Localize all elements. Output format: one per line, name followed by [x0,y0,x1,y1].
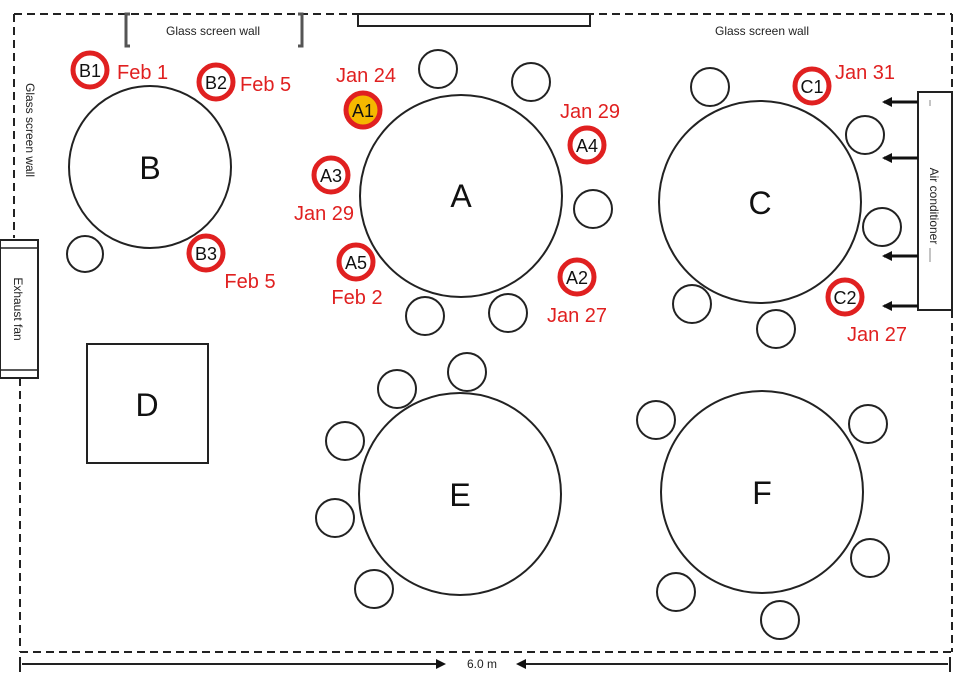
table-label: A [450,178,472,214]
seat [405,296,445,336]
seat [672,284,712,324]
seat [315,498,355,538]
case-label: B2 [205,73,227,93]
case-date: Jan 24 [336,65,396,87]
case-label: A4 [576,136,598,156]
air-conditioner-label: Air conditioner [927,168,941,245]
case-marker-B2: B2 [196,62,236,102]
seat [636,400,676,440]
table-F-seats [636,400,890,640]
case-label: A1 [352,101,374,121]
exhaust-fan-box [0,239,39,379]
case-marker-A1: A1 [343,90,383,130]
case-date: Jan 27 [547,305,607,327]
case-marker-C2: C2 [825,277,865,317]
air-conditioner-box [917,91,953,311]
seat [656,572,696,612]
top-wall-segment [357,13,591,27]
case-marker-A2: A2 [557,257,597,297]
table-label: F [752,475,772,511]
seat [418,49,458,89]
table-label: E [449,477,470,513]
case-date: Jan 27 [847,324,907,346]
scale-bar [19,657,951,672]
seat [511,62,551,102]
table-label: D [135,387,158,423]
table-B: B [68,85,232,249]
case-marker-A5: A5 [336,242,376,282]
exhaust-fan-label: Exhaust fan [11,277,25,340]
table-A-seats [405,49,613,336]
seat [66,235,104,273]
case-label: C1 [800,77,823,97]
table-F: F [660,390,864,594]
seat [377,369,417,409]
case-label: C2 [833,288,856,308]
case-marker-B1: B1 [70,50,110,90]
case-marker-A3: A3 [311,155,351,195]
case-marker-B3: B3 [186,233,226,273]
table-E-seats [315,352,487,609]
table-C-seats [672,67,902,349]
table-label: C [748,185,771,221]
seat [850,538,890,578]
case-label: A5 [345,253,367,273]
scale-label: 6.0 m [467,657,497,671]
case-date: Jan 29 [560,101,620,123]
glass-wall-left-label: Glass screen wall [23,83,37,177]
case-date: Jan 31 [835,62,895,84]
seat [760,600,800,640]
table-A: A [359,94,563,298]
table-D: D [86,343,209,464]
case-date: Feb 2 [331,287,382,309]
glass-wall-top-right-label: Glass screen wall [715,24,809,38]
case-label: B1 [79,61,101,81]
seat [447,352,487,392]
table-label: B [139,150,160,186]
case-date: Feb 5 [240,74,291,96]
case-label: B3 [195,244,217,264]
airflow-arrows [882,97,918,311]
seat [756,309,796,349]
seat [573,189,613,229]
glass-wall-bracket [124,12,304,48]
table-E: E [358,392,562,596]
seat [325,421,365,461]
case-label: A2 [566,268,588,288]
table-C: C [658,100,862,304]
case-date: Feb 5 [224,271,275,293]
seat [862,207,902,247]
case-label: A3 [320,166,342,186]
seat [845,115,885,155]
seat [488,293,528,333]
seat [690,67,730,107]
case-date: Feb 1 [117,62,168,84]
case-marker-C1: C1 [792,66,832,106]
seat [848,404,888,444]
case-marker-A4: A4 [567,125,607,165]
seat [354,569,394,609]
glass-wall-top-left-label: Glass screen wall [166,24,260,38]
case-date: Jan 29 [294,203,354,225]
